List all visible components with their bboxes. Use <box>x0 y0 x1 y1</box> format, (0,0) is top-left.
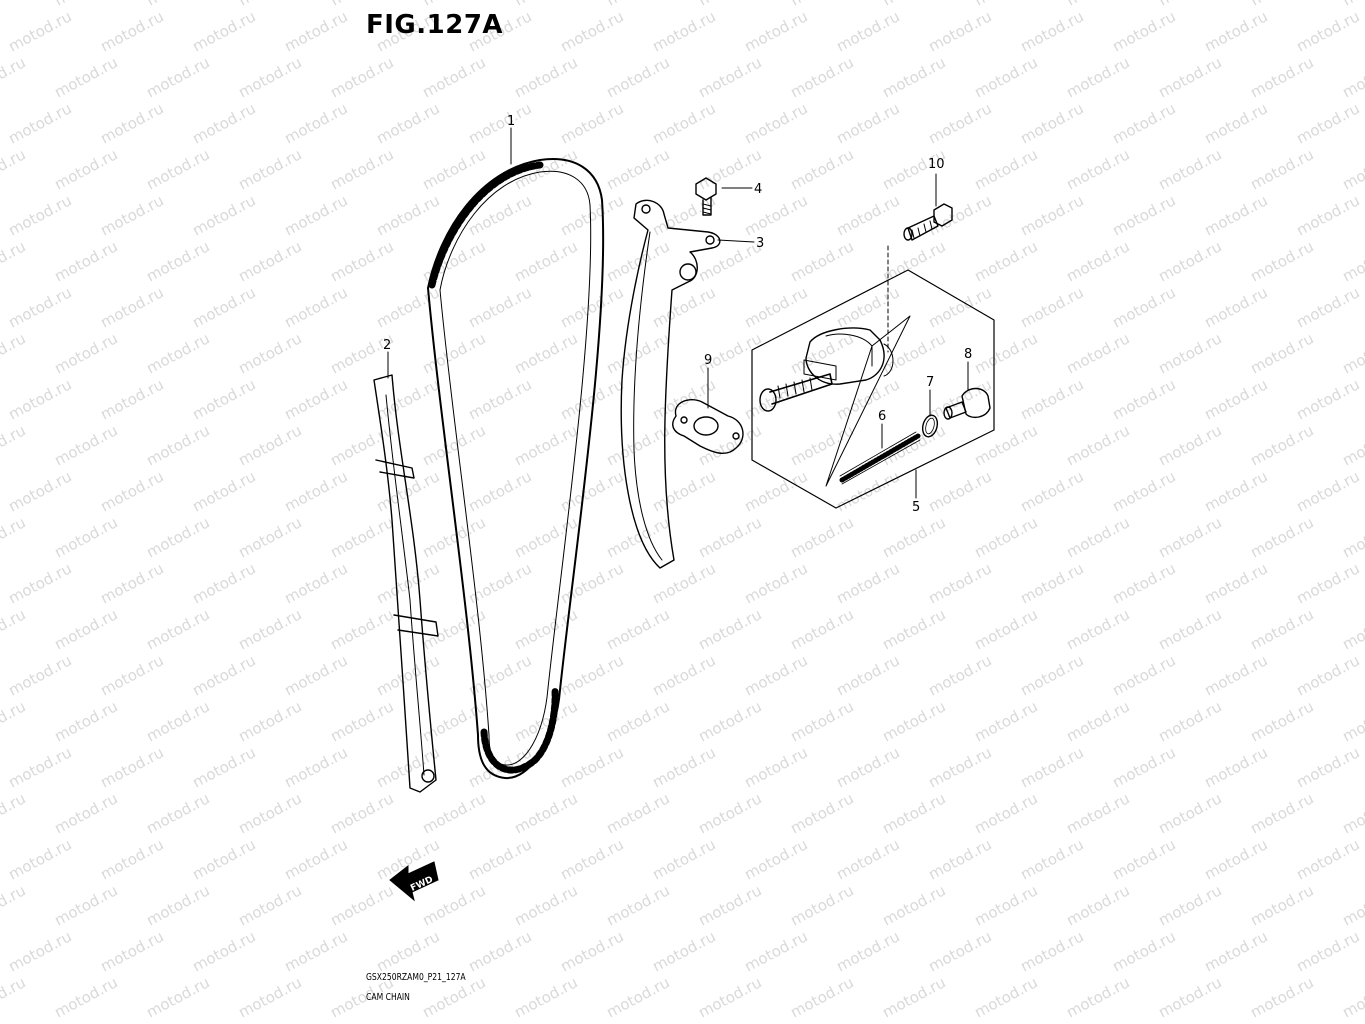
fwd-arrow-icon: FWD <box>389 861 439 902</box>
bolt-10 <box>903 203 953 241</box>
chain-guide <box>373 374 439 793</box>
leader-lines <box>387 127 969 499</box>
callout-numbers: 1 2 3 4 5 6 7 8 9 10 <box>383 114 972 515</box>
spring-6 <box>839 431 921 485</box>
gasket-9 <box>672 398 744 455</box>
callout-3: 3 <box>756 236 764 251</box>
cam-chain <box>427 158 605 780</box>
callout-1: 1 <box>507 114 515 129</box>
o-ring-7 <box>921 414 939 438</box>
callout-2: 2 <box>383 338 391 353</box>
callout-9: 9 <box>704 353 712 368</box>
callout-8: 8 <box>964 347 972 362</box>
callout-10: 10 <box>928 157 945 172</box>
figure-title: FIG.127A <box>366 10 504 40</box>
plug-8 <box>943 387 991 420</box>
tensioner-guide <box>620 199 721 569</box>
callout-5: 5 <box>912 500 920 515</box>
watermark-text: motod.ru <box>1339 0 1365 10</box>
diagram-code: GSX250RZAM0_P21_127A <box>366 972 466 983</box>
tensioner-assembly-5 <box>751 269 995 509</box>
callout-6: 6 <box>878 409 886 424</box>
bolt-4 <box>695 177 717 216</box>
callout-4: 4 <box>754 182 762 197</box>
diagram-name: CAM CHAIN <box>366 992 410 1003</box>
callout-7: 7 <box>926 375 934 390</box>
